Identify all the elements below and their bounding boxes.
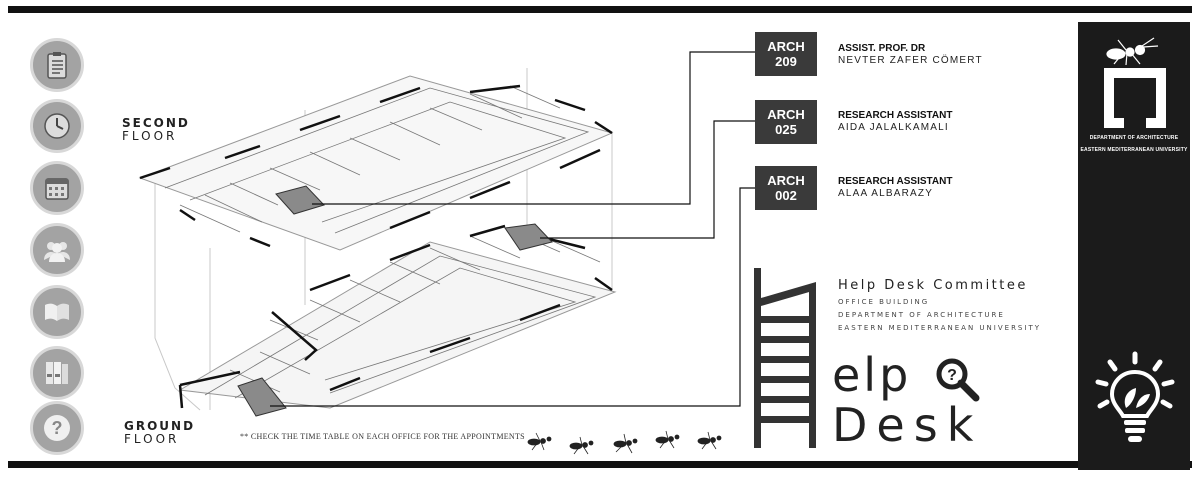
leader-line-arch-209	[312, 51, 755, 205]
ground-floor-label: GROUND FLOOR	[124, 420, 195, 445]
help-icon: ?	[44, 415, 70, 441]
department-logo-icon	[1104, 37, 1166, 128]
occupant-arch-002: RESEARCH ASSISTANT ALAA ALBARAZY	[838, 176, 952, 200]
occupant-arch-025: RESEARCH ASSISTANT AIDA JALALKAMALI	[838, 110, 952, 134]
room-box-line1: ARCH	[767, 107, 805, 122]
help-desk-logo-line2: Desk	[832, 398, 983, 452]
leader-line-arch-002	[270, 187, 755, 407]
calendar-button[interactable]	[30, 161, 84, 215]
room-box-line2: 025	[775, 122, 797, 137]
book-icon	[45, 303, 69, 321]
room-box-line2: 002	[775, 188, 797, 203]
ant-icon	[569, 436, 594, 455]
binders-icon	[46, 362, 68, 384]
department-panel: DEPARTMENT OF ARCHITECTURE EASTERN MEDIT…	[1078, 22, 1190, 470]
room-arch-025-highlight	[504, 223, 553, 251]
clock-icon	[44, 113, 70, 139]
committee-line-university: EASTERN MEDITERRANEAN UNIVERSITY	[838, 324, 1041, 332]
help-desk-logo-line1: elp	[832, 348, 912, 402]
magnifier-question-icon: ?	[936, 358, 980, 402]
second-floor-label-line2: FLOOR	[122, 129, 178, 143]
ant-icon	[613, 433, 638, 454]
ladder-letter-h	[754, 268, 816, 448]
ant-icon	[655, 430, 680, 449]
people-icon	[44, 242, 70, 262]
bottom-frame-bar	[8, 461, 1192, 468]
panel-university-name: EASTERN MEDITERRANEAN UNIVERSITY	[1080, 147, 1188, 153]
occupant-name: ALAA ALBARAZY	[838, 188, 934, 199]
room-box-line1: ARCH	[767, 39, 805, 54]
help-button[interactable]: ?	[30, 401, 84, 455]
lightbulb-leaf-icon	[1095, 351, 1175, 442]
ground-floor-label-line1: GROUND	[124, 419, 196, 433]
leader-line-arch-025	[540, 120, 755, 239]
room-box-arch-209[interactable]: ARCH 209	[755, 32, 817, 76]
people-button[interactable]	[30, 223, 84, 277]
second-floor-label: SECOND FLOOR	[122, 117, 190, 142]
clipboard-icon	[47, 52, 67, 79]
room-box-line2: 209	[775, 54, 797, 69]
occupant-name: NEVTER ZAFER CÖMERT	[838, 55, 983, 66]
room-box-line1: ARCH	[767, 173, 805, 188]
committee-title: Help Desk Committee	[838, 278, 1028, 293]
committee-line-department: DEPARTMENT OF ARCHITECTURE	[838, 311, 1005, 319]
panel-department-name: DEPARTMENT OF ARCHITECTURE	[1089, 135, 1179, 141]
svg-text:?: ?	[947, 367, 957, 384]
occupant-role: RESEARCH ASSISTANT	[838, 110, 953, 121]
book-button[interactable]	[30, 285, 84, 339]
leader-lines	[270, 51, 755, 407]
clipboard-button[interactable]	[30, 38, 84, 92]
second-floor-label-line1: SECOND	[122, 116, 190, 130]
occupant-role: RESEARCH ASSISTANT	[838, 176, 953, 187]
occupant-arch-209: ASSIST. PROF. DR NEVTER ZAFER CÖMERT	[838, 43, 983, 67]
calendar-icon	[45, 178, 69, 200]
ground-floor-label-line2: FLOOR	[124, 432, 180, 446]
binders-button[interactable]	[30, 346, 84, 400]
ants-decoration	[527, 430, 722, 455]
occupant-role: ASSIST. PROF. DR	[838, 43, 926, 54]
appointment-note: ** CHECK THE TIME TABLE ON EACH OFFICE F…	[240, 432, 525, 441]
second-floor-plan	[138, 75, 614, 251]
svg-text:?: ?	[52, 418, 63, 438]
top-frame-bar	[8, 6, 1192, 13]
committee-line-office: OFFICE BUILDING	[838, 298, 930, 306]
room-arch-209-highlight	[275, 185, 325, 215]
clock-button[interactable]	[30, 99, 84, 153]
ant-icon	[697, 431, 722, 450]
room-box-arch-002[interactable]: ARCH 002	[755, 166, 817, 210]
ant-icon	[527, 432, 552, 451]
occupant-name: AIDA JALALKAMALI	[838, 122, 949, 133]
ground-floor-plan	[178, 223, 617, 417]
room-box-arch-025[interactable]: ARCH 025	[755, 100, 817, 144]
